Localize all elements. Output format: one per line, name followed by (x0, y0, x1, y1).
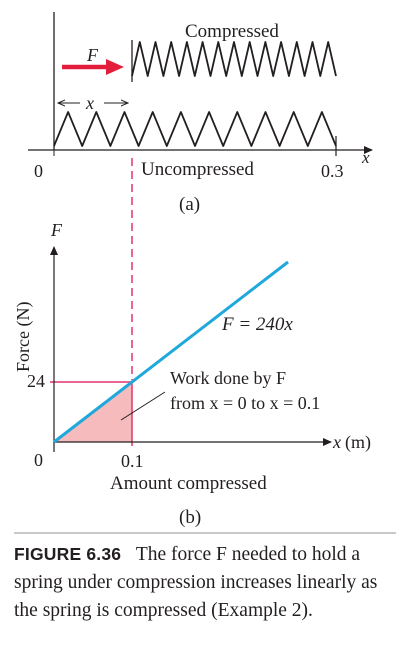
force-line (53, 260, 289, 444)
caption-rule (14, 532, 396, 534)
x-axis-symbol: x (332, 432, 341, 452)
figure-caption: FIGURE 6.36 The force F needed to hold a… (14, 532, 396, 625)
uncompressed-spring (53, 111, 337, 147)
force-label: F (86, 45, 99, 65)
y-axis-title: Force (N) (13, 302, 34, 372)
spring-axis-label: x (361, 148, 370, 167)
x-distance-label: x (85, 93, 94, 113)
force-graph (50, 158, 332, 452)
part-a-label: (a) (179, 194, 200, 215)
x-axis-unit: (m) (345, 432, 371, 453)
equation-label: F = 240x (221, 314, 293, 335)
origin-label: 0 (34, 450, 43, 470)
spring-diagram (28, 12, 373, 156)
compressed-spring (131, 41, 337, 77)
x-tick-01-label: 0.1 (121, 451, 144, 471)
figure-label: FIGURE 6.36 (14, 544, 122, 564)
x-axis-title: Amount compressed (110, 473, 267, 494)
work-label-line2: from x = 0 to x = 0.1 (170, 393, 320, 413)
uncompressed-label: Uncompressed (141, 159, 254, 180)
y-tick-24-label: 24 (27, 371, 45, 391)
tick-0-label: 0 (34, 161, 43, 181)
compressed-label: Compressed (185, 21, 279, 42)
y-axis-symbol: F (50, 220, 63, 240)
work-label-line1: Work done by F (170, 368, 286, 388)
part-b-label: (b) (179, 507, 201, 528)
work-pointer (120, 391, 166, 421)
tick-03-label: 0.3 (321, 161, 344, 181)
force-arrow (62, 59, 124, 75)
caption-text: The force F needed to hold a spring unde… (14, 544, 378, 621)
